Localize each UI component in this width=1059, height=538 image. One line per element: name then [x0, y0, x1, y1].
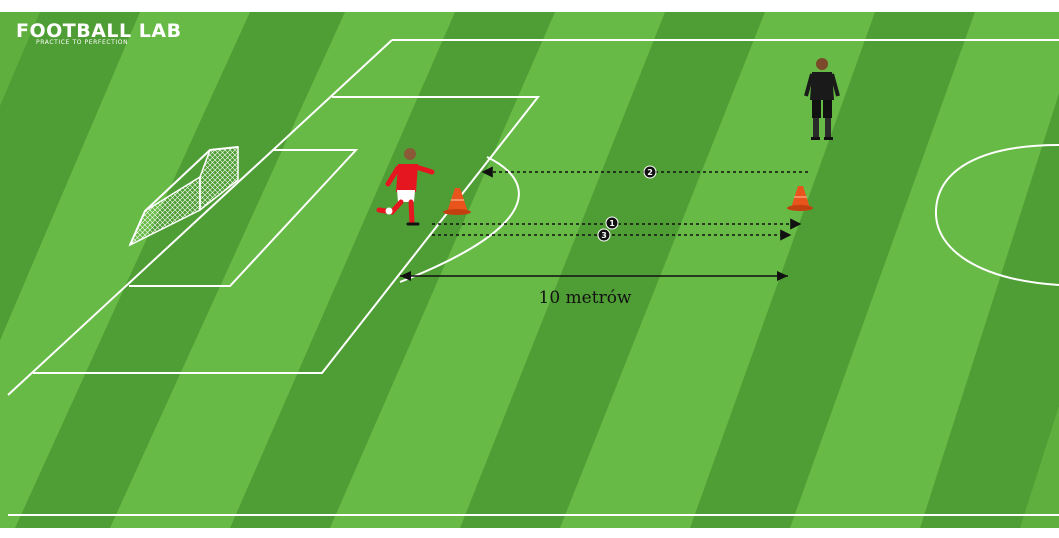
step-number-2: 2 — [647, 168, 653, 177]
step-badge-3: 3 — [598, 229, 610, 241]
pitch — [0, 12, 1059, 528]
step-number-1: 1 — [609, 219, 615, 228]
step-badge-1: 1 — [606, 217, 618, 229]
step-number-3: 3 — [601, 231, 607, 240]
brand-tagline: PRACTICE TO PERFECTION — [36, 39, 128, 46]
mowing-stripes — [0, 12, 1059, 528]
distance-label: 10 metrów — [539, 288, 632, 308]
step-badge-2: 2 — [644, 166, 656, 178]
